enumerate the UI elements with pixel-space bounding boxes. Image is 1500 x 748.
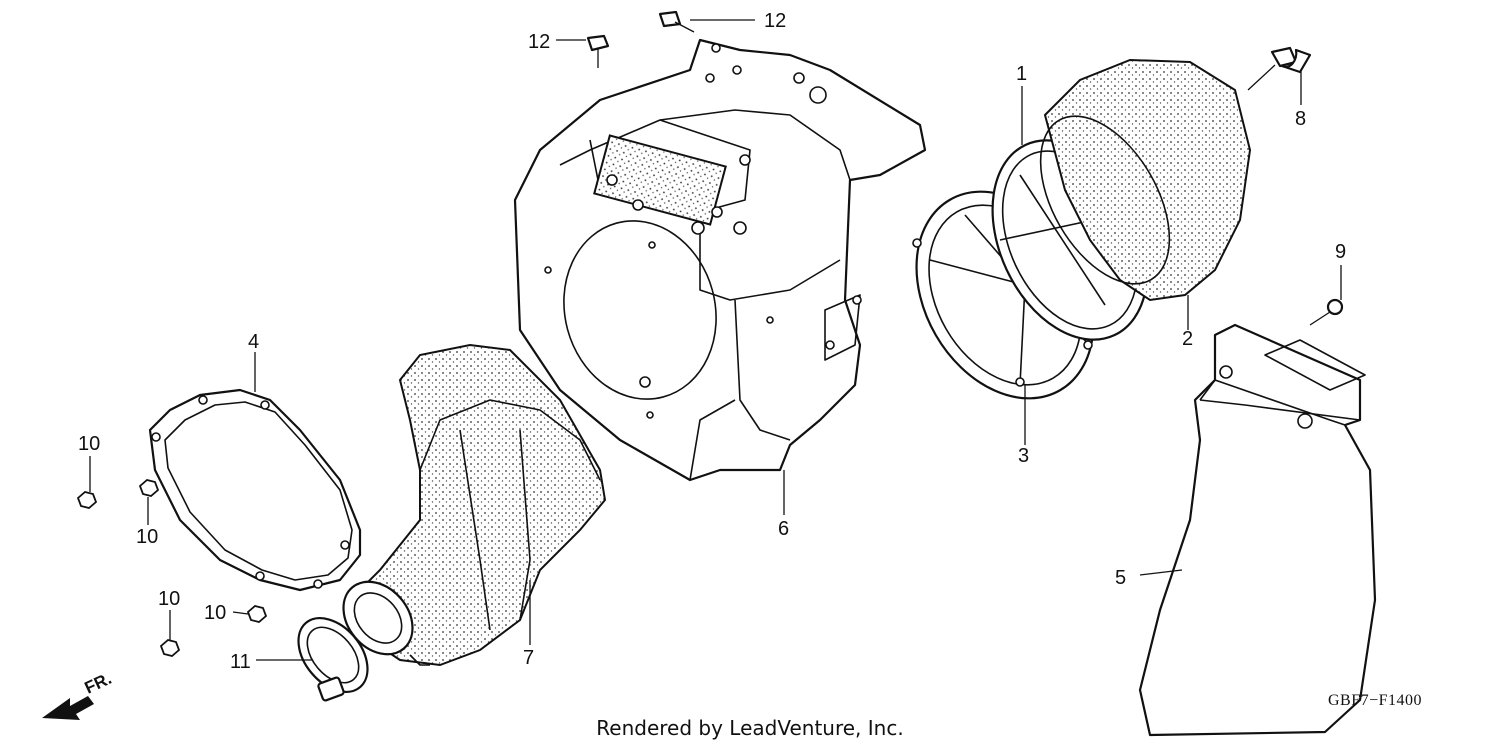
- callout-2: 2: [1182, 328, 1193, 350]
- callout-12a: 12: [528, 31, 550, 53]
- callout-7: 7: [523, 647, 534, 669]
- callout-labels: 1 2 3 4 5 6 7 8 9 10 10 10 10 11 12 12: [78, 10, 1346, 673]
- callout-6: 6: [778, 518, 789, 540]
- callout-11: 11: [230, 651, 251, 673]
- front-indicator-label: FR.: [82, 669, 115, 698]
- front-arrow-icon: FR.: [42, 669, 115, 720]
- bolts: [586, 10, 1344, 326]
- callout-8: 8: [1295, 108, 1306, 130]
- callout-10d: 10: [204, 602, 226, 624]
- callout-10a: 10: [78, 433, 100, 455]
- intake-duct: [342, 343, 607, 667]
- callout-1: 1: [1016, 63, 1027, 85]
- callout-10b: 10: [136, 526, 158, 548]
- callout-4: 4: [248, 331, 259, 353]
- flange-nuts: [76, 479, 268, 657]
- diagram-code: GBF7−F1400: [1328, 692, 1423, 709]
- front-direction-indicator: FR.: [40, 668, 140, 733]
- leader-lines: [89, 19, 1342, 661]
- footer-credit: Rendered by LeadVenture, Inc.: [596, 716, 904, 740]
- clamp-band: [297, 617, 369, 702]
- gasket: [148, 388, 362, 592]
- callout-3: 3: [1018, 445, 1029, 467]
- callout-12b: 12: [764, 10, 786, 32]
- callout-10c: 10: [158, 588, 180, 610]
- air-cleaner-case: [513, 38, 927, 482]
- air-cleaner-cover: [1138, 323, 1377, 737]
- air-filter-element: [1039, 58, 1252, 302]
- callout-9: 9: [1335, 241, 1346, 263]
- callout-5: 5: [1115, 567, 1126, 589]
